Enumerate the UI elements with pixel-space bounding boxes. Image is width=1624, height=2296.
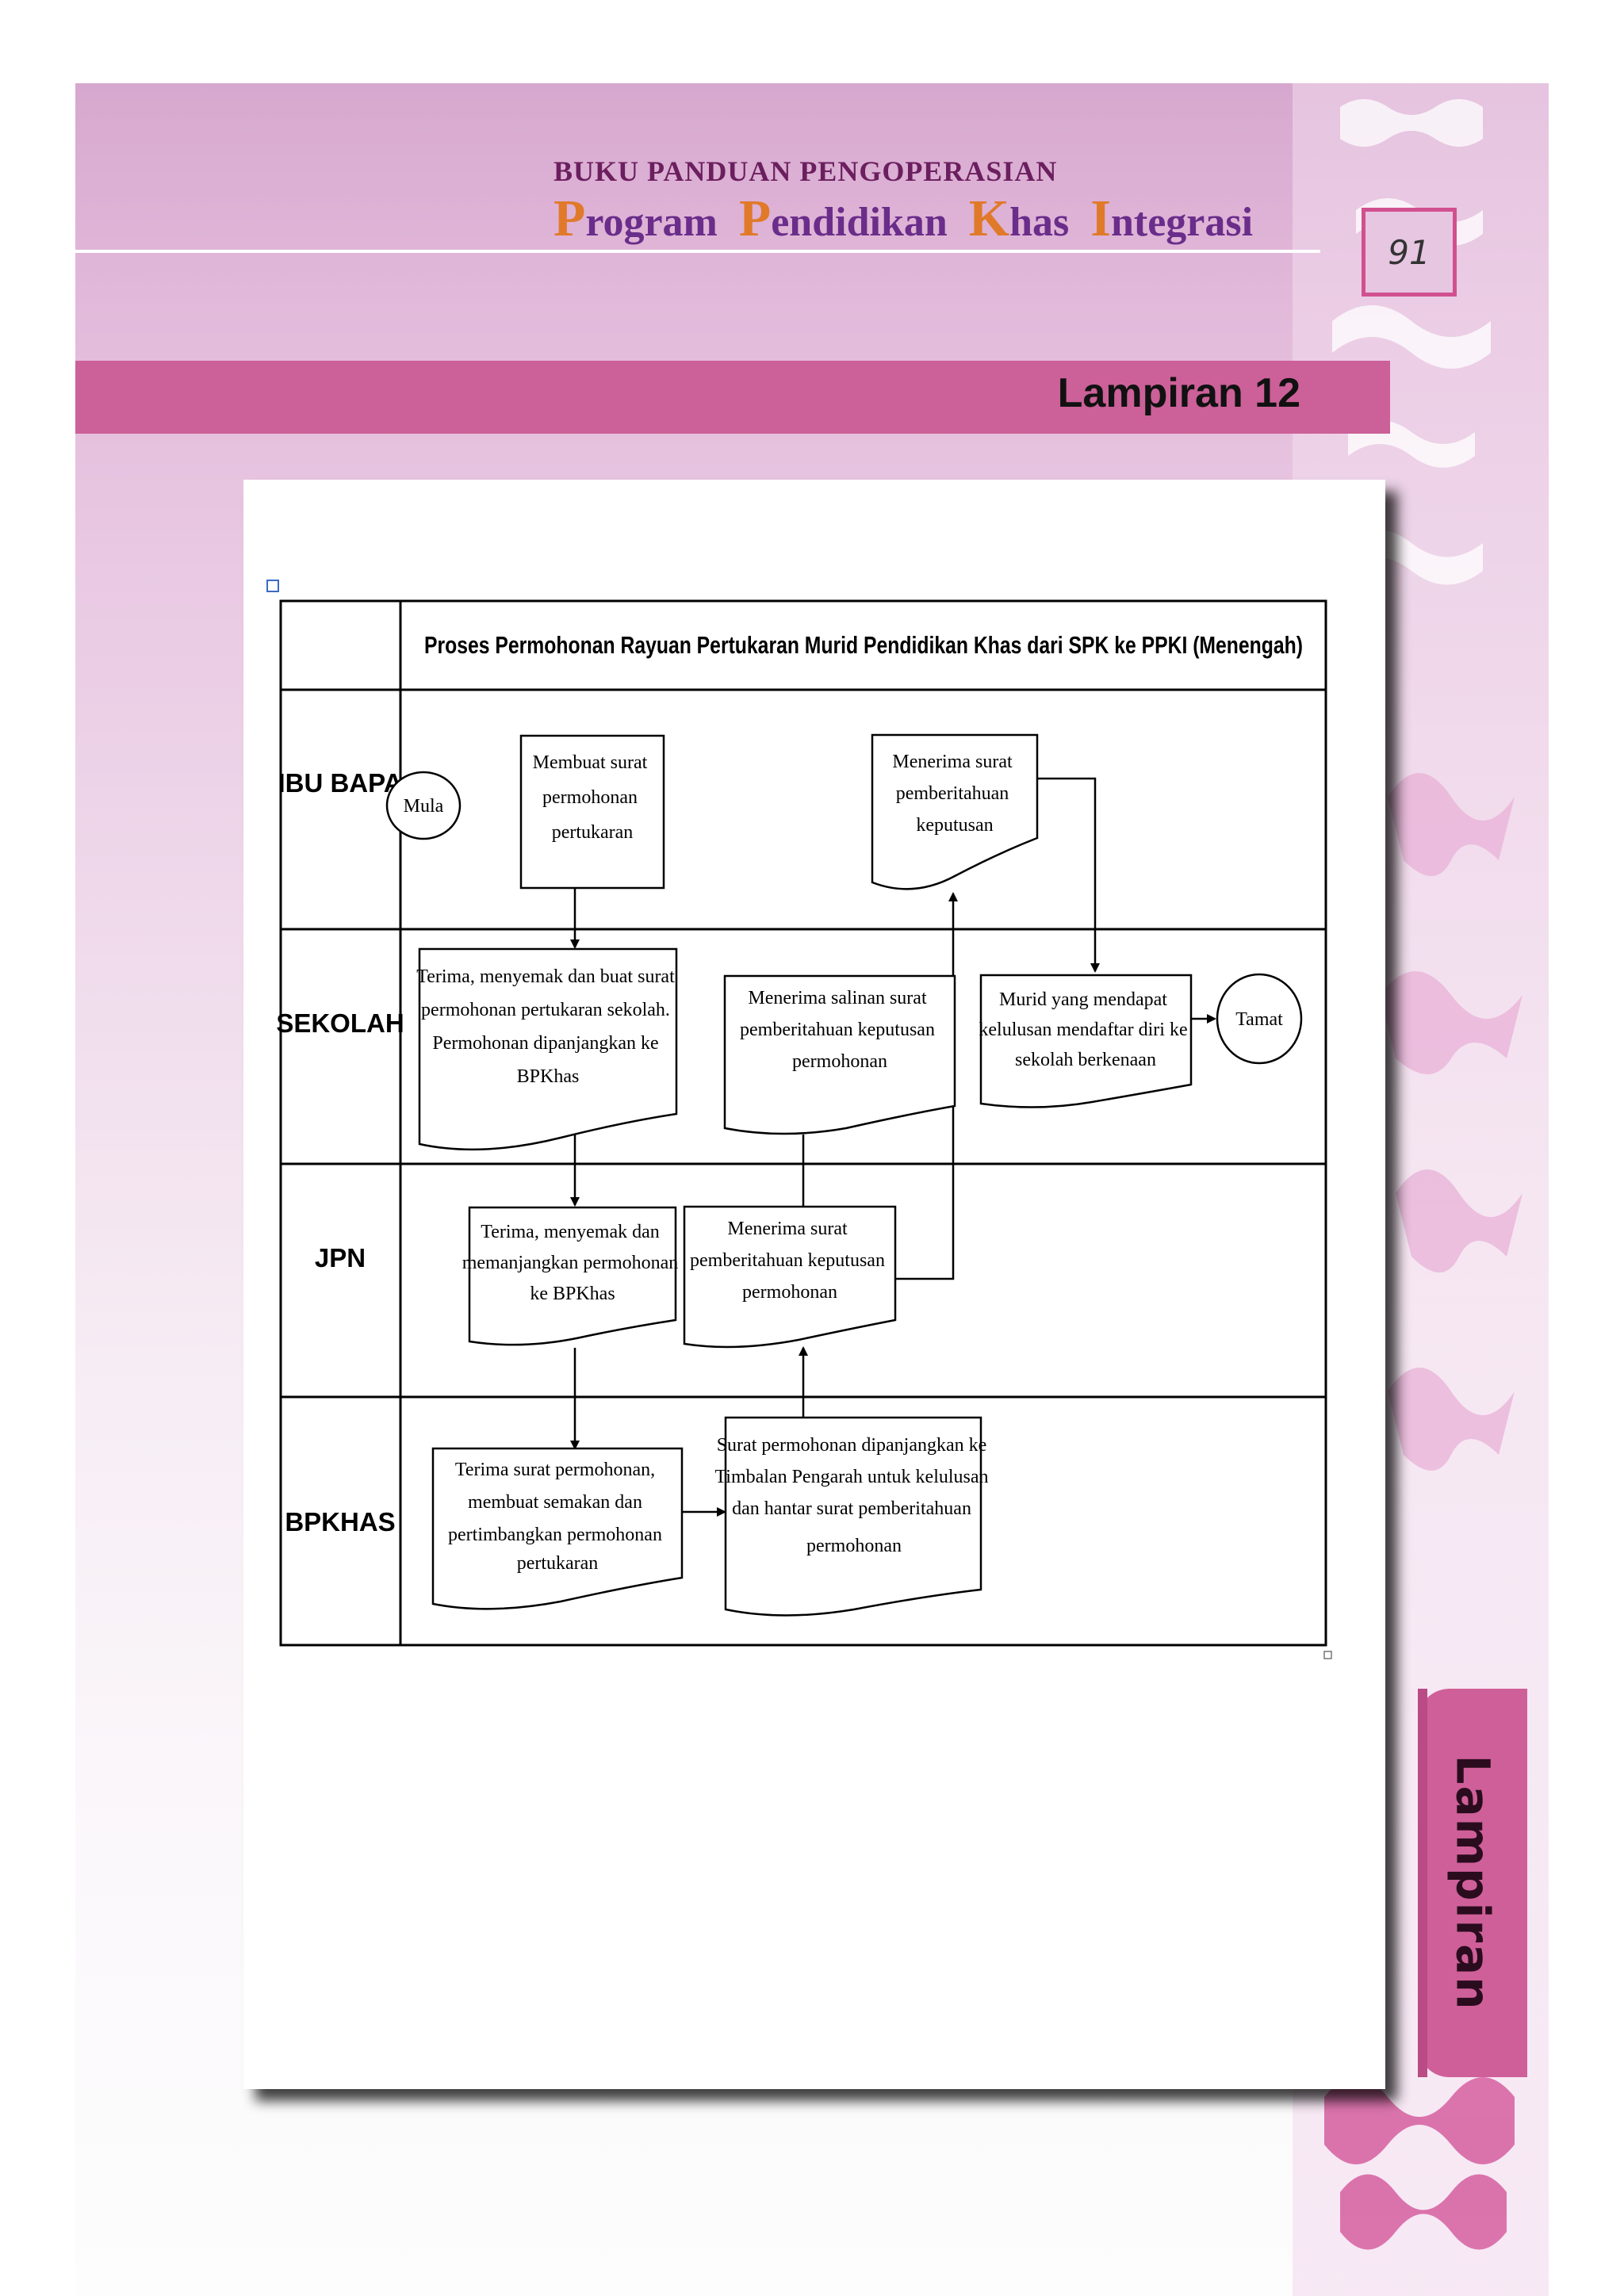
svg-text:Menerima surat pemberita: Menerima surat pemberitahuan keputusan [892, 752, 1017, 836]
mula-label: Mula [404, 796, 444, 817]
node-text-line: Membuat surat [533, 752, 648, 773]
book-title-small: BUKU PANDUAN PENGOPERASIAN [553, 155, 1058, 187]
document-shape-jpn-terima [468, 1206, 677, 1346]
node-text-line: Surat permohonan dipanjangkan ke [717, 1435, 987, 1456]
table-resize-handle [1323, 1651, 1332, 1659]
flowchart: Proses Permohonan Rayuan Pertukaran Muri… [266, 580, 1332, 1659]
tamat-label: Tamat [1235, 1009, 1283, 1030]
side-tab [1418, 1689, 1527, 2077]
lane-label-ibu-bapa: IBU BAPA [278, 768, 402, 798]
node-text-line: memanjangkan permohonan [462, 1253, 679, 1273]
svg-text:Terima surat permohonan,: Terima surat permohonan, membuat semakan… [448, 1460, 667, 1574]
table-anchor-icon [266, 580, 279, 592]
node-text-line: Menerima salinan surat [748, 988, 927, 1008]
lane-label-sekolah: SEKOLAH [276, 1008, 404, 1038]
node-text-line: permohonan [742, 1282, 837, 1303]
process-box-membuat-surat [519, 734, 665, 890]
document-shape-jpn-menerima [683, 1205, 897, 1349]
node-text-line: Terima surat permohonan, [455, 1460, 655, 1480]
lane-label-bpkhas: BPKHAS [285, 1507, 395, 1536]
node-text-line: kelulusan mendaftar diri ke [979, 1020, 1187, 1040]
node-text-line: keputusan [916, 815, 993, 836]
document-shape-murid-mendaftar [979, 974, 1193, 1108]
node-text-line: Permohonan dipanjangkan ke [432, 1033, 658, 1054]
header-rule [75, 250, 1320, 253]
node-text-line: pemberitahuan keputusan [740, 1020, 935, 1040]
node-text-line: permohonan [542, 787, 638, 808]
node-text-line: Timbalan Pengarah untuk kelulusan [714, 1467, 988, 1487]
node-text-line: sekolah berkenaan [1015, 1050, 1156, 1070]
side-tab-bar [1418, 1689, 1427, 2077]
node-text-line: permohonan pertukaran sekolah. [421, 1000, 670, 1020]
section-band [75, 361, 1390, 434]
document-shape-bpkhas-terima [431, 1447, 684, 1610]
connector-arrow [1037, 777, 1100, 973]
tamat-terminator [1216, 973, 1303, 1065]
book-title-large: Program Pendidikan Khas Integrasi [553, 189, 1315, 249]
node-text-line: ke BPKhas [530, 1284, 615, 1304]
node-text-line: Menerima surat [727, 1219, 848, 1239]
node-text-line: Menerima surat [892, 752, 1013, 772]
section-title: Lampiran 12 [1057, 370, 1300, 416]
svg-text:Menerima surat pemberita: Menerima surat pemberitahuan keputusan p… [690, 1219, 890, 1303]
node-text-line: pertimbangkan permohonan [448, 1525, 662, 1545]
flowchart-title: Proses Permohonan Rayuan Pertukaran Muri… [424, 631, 1303, 659]
node-text-line: pertukaran [552, 822, 634, 843]
node-text-line: BPKhas [517, 1066, 580, 1087]
lane-label-jpn: JPN [315, 1243, 366, 1272]
flowchart-document: Proses Permohonan Rayuan Pertukaran Muri… [243, 480, 1385, 2089]
svg-text:Terima, menyemak dan buat sura: Terima, menyemak dan buat surat permohon… [416, 966, 680, 1087]
node-text-line: pemberitahuan keputusan [690, 1250, 885, 1271]
svg-text:Terima, menyemak dan mem: Terima, menyemak dan memanjangkan permoh… [462, 1222, 684, 1304]
svg-text:Membuat surat permohonan: Membuat surat permohonan pertukaran [533, 752, 653, 843]
document-shape-sekolah-salinan [723, 974, 956, 1135]
side-tab-label: Lampiran [1446, 1755, 1500, 2011]
book-title-word: Pendidikan [738, 189, 948, 247]
mula-terminator [385, 771, 462, 840]
svg-text:Menerima salinan surat p: Menerima salinan surat pemberitahuan kep… [740, 988, 940, 1072]
node-text-line: permohonan [792, 1051, 887, 1072]
document-shape-bpkhas-surat [724, 1416, 982, 1617]
node-text-line: membuat semakan dan [468, 1492, 642, 1513]
node-text-line: permohonan [806, 1536, 902, 1556]
side-tab-label-wrap: Lampiran [1418, 1689, 1527, 2077]
node-text-line: Terima, menyemak dan [481, 1222, 660, 1242]
node-text-line: pertukaran [517, 1553, 599, 1574]
page-number: 91 [1362, 208, 1457, 297]
node-text-line: pemberitahuan [896, 783, 1009, 804]
book-title-word: Khas [968, 189, 1070, 247]
svg-text:Murid yang mendapat kelu: Murid yang mendapat kelulusan mendaftar … [979, 989, 1192, 1070]
swimlane-table [279, 599, 1327, 1647]
book-title-word: Program [553, 189, 718, 247]
document-shape-menerima-keputusan [871, 733, 1039, 890]
node-text-line: dan hantar surat pemberitahuan [732, 1498, 971, 1519]
node-text-line: Terima, menyemak dan buat surat [416, 966, 675, 987]
node-text-line: Murid yang mendapat [999, 989, 1167, 1010]
book-title-word: Integrasi [1090, 189, 1254, 247]
svg-text:Surat permohonan dipanjangkan: Surat permohonan dipanjangkan ke Timbala… [714, 1435, 993, 1556]
document-shape-sekolah-terima [418, 947, 678, 1151]
